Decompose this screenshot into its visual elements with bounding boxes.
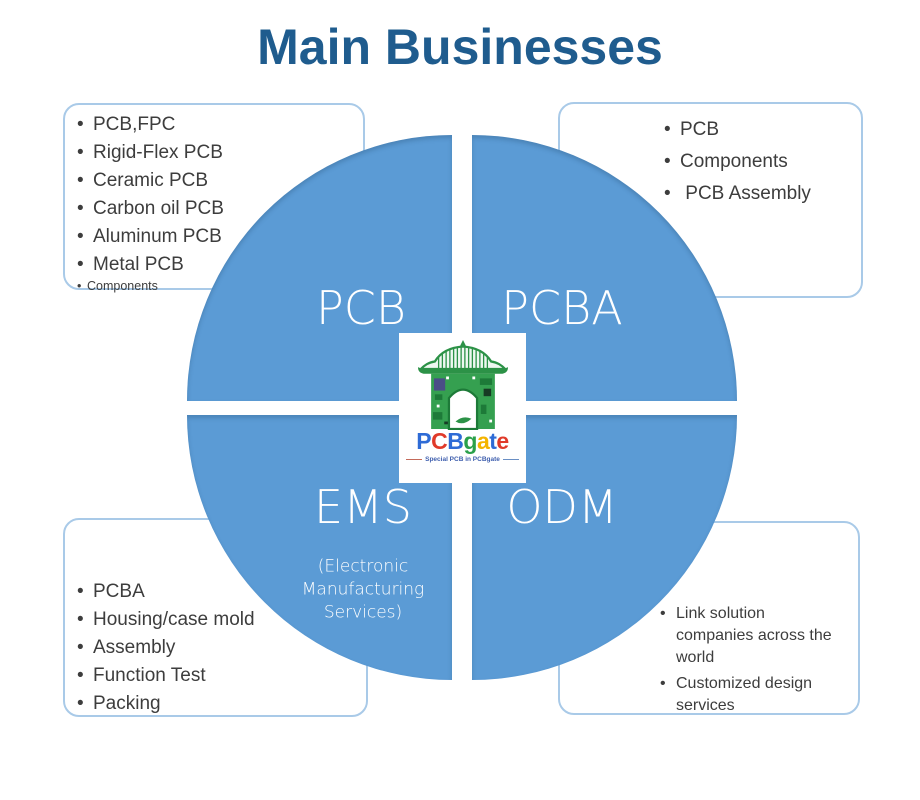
bullet-icon: •	[77, 170, 84, 191]
pcbgate-logo: PCBgate Special PCB in PCBgate	[399, 333, 526, 483]
list-item: • Packing	[77, 690, 366, 718]
wordmark-letter: C	[431, 428, 448, 454]
list-item-text: PCB Assembly	[680, 183, 811, 204]
quadrant-label-pcba: PCBA	[501, 281, 623, 335]
bullet-icon: •	[660, 605, 666, 622]
bullet-icon: •	[77, 637, 84, 658]
list-item: • Components	[77, 279, 363, 294]
list-item-text: PCBA	[93, 581, 145, 602]
list-item-text: Metal PCB	[93, 254, 184, 275]
bullet-icon: •	[77, 226, 84, 247]
list-item: • Carbon oil PCB	[77, 195, 363, 223]
page-title: Main Businesses	[257, 19, 663, 75]
list-item-text: Housing/case mold	[93, 609, 255, 630]
logo-tagline: Special PCB in PCBgate	[399, 456, 526, 463]
bullet-icon: •	[664, 119, 671, 140]
list-item-text: Function Test	[93, 665, 206, 686]
bullet-icon: •	[77, 665, 84, 686]
list-item: • Rigid-Flex PCB	[77, 139, 363, 167]
wordmark-letter: t	[489, 428, 497, 454]
list-item: • PCB,FPC	[77, 111, 363, 139]
quadrant-label-ems: EMS	[314, 480, 412, 534]
wordmark-letter: g	[463, 428, 477, 454]
list-item: • Ceramic PCB	[77, 167, 363, 195]
list-item-text: Packing	[93, 693, 161, 714]
list-item: • Components	[664, 146, 861, 178]
pcb-detail-list: • PCB,FPC • Rigid-Flex PCB • Ceramic PCB • Carb…	[65, 105, 363, 294]
bullet-icon: •	[77, 254, 84, 275]
list-item-text: Rigid-Flex PCB	[93, 142, 223, 163]
pcba-detail-list: • PCB • Components • PCB Assembly	[560, 104, 861, 210]
list-item-text: PCB	[680, 119, 720, 140]
list-item: • PCBA	[77, 578, 366, 606]
list-item: • Aluminum PCB	[77, 223, 363, 251]
pagoda-gate-icon	[417, 339, 508, 430]
bullet-icon: •	[77, 142, 84, 163]
bullet-icon: •	[77, 114, 84, 135]
list-item-text: Carbon oil PCB	[93, 198, 224, 219]
bullet-icon: •	[664, 183, 671, 204]
tagline-text: Special PCB in PCBgate	[425, 456, 500, 463]
list-item: • Metal PCB	[77, 251, 363, 279]
wordmark-letter: a	[476, 428, 490, 454]
bullet-icon: •	[77, 198, 84, 219]
pcbgate-wordmark: PCBgate	[416, 428, 509, 454]
tagline-rule-left-icon	[406, 459, 423, 460]
ems-sublabel: (Electronic Manufacturing Services)	[301, 556, 425, 623]
bullet-icon: •	[77, 279, 82, 293]
ems-detail-list: • PCBA • Housing/case mold • Assembly • Functio…	[65, 520, 366, 718]
list-item: • Housing/case mold	[77, 606, 366, 634]
list-item-text: Assembly	[93, 637, 176, 658]
quadrant-label-pcb: PCB	[316, 281, 406, 335]
wordmark-letter: P	[416, 428, 432, 454]
bullet-icon: •	[660, 675, 666, 692]
list-item: • Function Test	[77, 662, 366, 690]
bullet-icon: •	[77, 581, 84, 602]
list-item-text: PCB,FPC	[93, 114, 176, 135]
list-item-text: Components	[680, 151, 788, 172]
bullet-icon: •	[77, 693, 84, 714]
wordmark-letter: e	[496, 428, 509, 454]
bullet-icon: •	[77, 609, 84, 630]
list-item: • PCB Assembly	[664, 178, 861, 210]
list-item-text: Aluminum PCB	[93, 226, 222, 247]
bullet-icon: •	[664, 151, 671, 172]
list-item: • Assembly	[77, 634, 366, 662]
list-item-text: Ceramic PCB	[93, 170, 209, 191]
list-item-text: Components	[87, 279, 158, 293]
quadrant-label-odm: ODM	[506, 480, 618, 534]
wordmark-letter: B	[447, 428, 464, 454]
tagline-rule-right-icon	[502, 459, 519, 460]
list-item: • PCB	[664, 114, 861, 146]
